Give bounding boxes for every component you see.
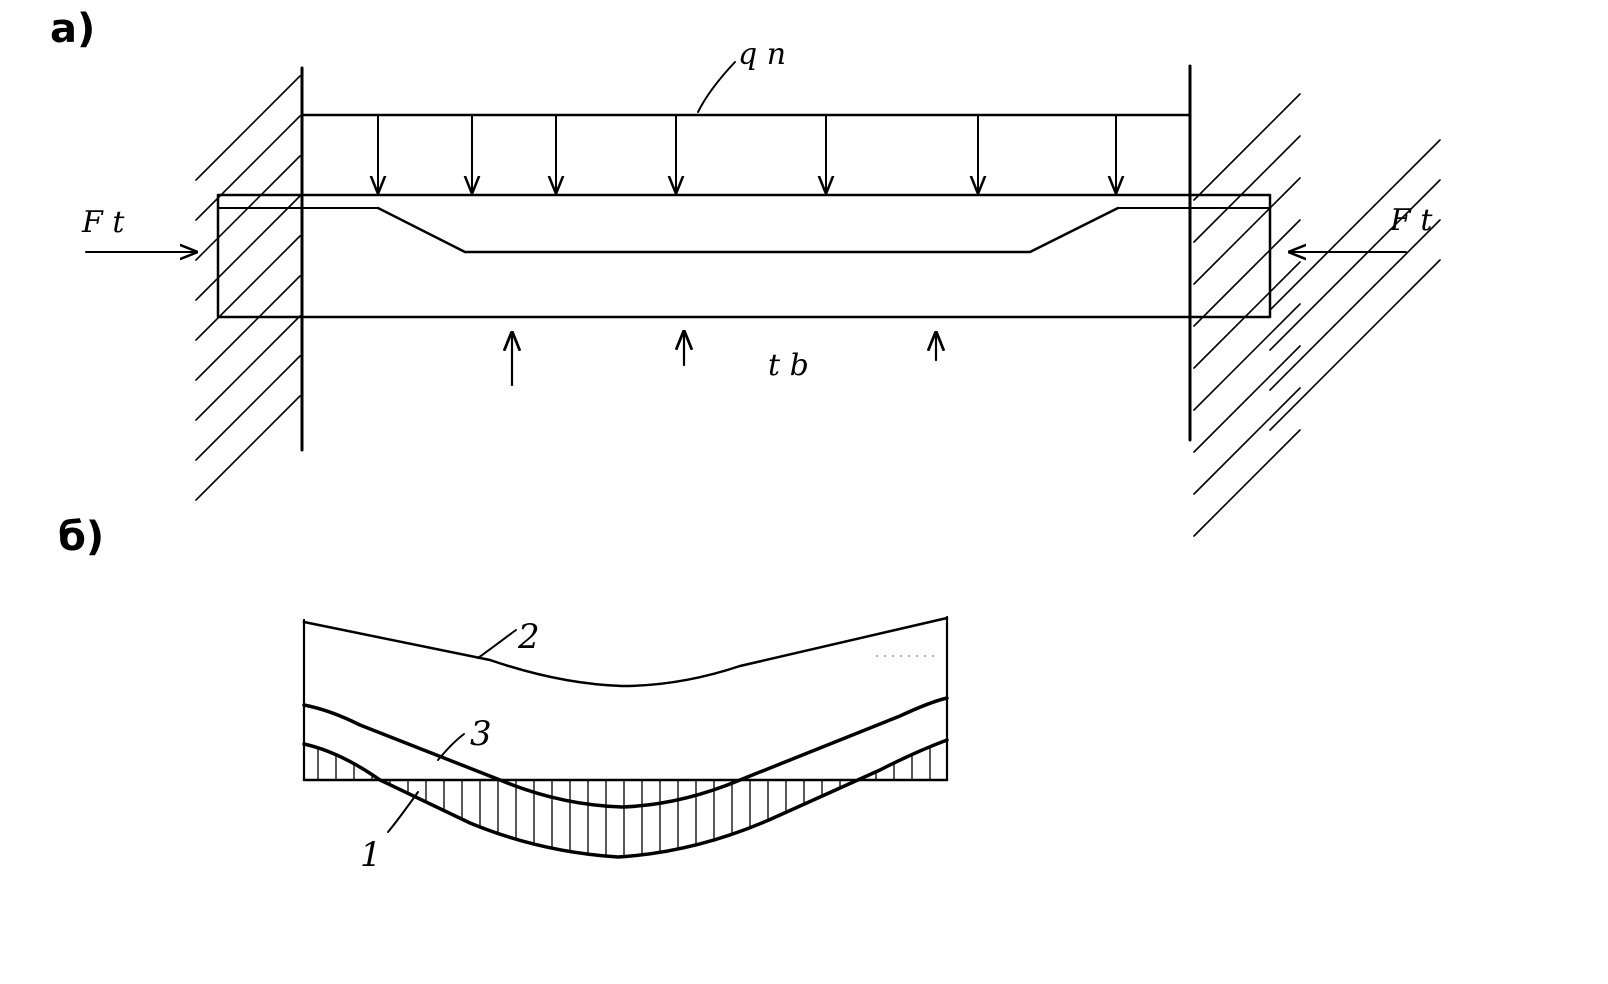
hatch-line [195, 355, 301, 461]
left-wall-hatching [195, 75, 301, 501]
slab-outline [216, 193, 1272, 319]
force-right-label: F t [1389, 203, 1433, 238]
right-wall [1188, 64, 1441, 537]
curve-1-hatching [317, 746, 931, 858]
hatch-line [1193, 303, 1301, 411]
hatch-line [1269, 139, 1441, 311]
load-leader [697, 61, 736, 113]
panel-b-label: б) [58, 514, 104, 560]
panel-a-label: а) [50, 6, 95, 52]
support-reactions: t b [512, 332, 936, 387]
hatch-line [195, 235, 301, 341]
hatch-line [1193, 93, 1301, 201]
load-label: q n [738, 37, 786, 72]
left-wall [195, 66, 304, 501]
slab-profile [376, 206, 1120, 254]
curve-3 [302, 696, 949, 809]
hatch-line [1269, 179, 1441, 351]
curve-2-label: 2 [517, 617, 540, 657]
force-right: F t [1290, 203, 1433, 252]
force-left: F t [81, 205, 196, 252]
support-label: t b [768, 348, 809, 383]
hatch-line [1193, 387, 1301, 495]
distributed-load: q n [300, 37, 1192, 192]
hatch-line [195, 395, 301, 501]
hatch-line [1193, 429, 1301, 537]
hatch-line [1269, 219, 1441, 391]
hatch-line [1193, 135, 1301, 243]
curve-1-label: 1 [360, 835, 382, 875]
hatch-line [195, 75, 301, 181]
hatch-line [1193, 261, 1301, 369]
hatch-line [1193, 177, 1301, 285]
load-arrows [378, 114, 1116, 192]
hatch-line [195, 315, 301, 421]
hatch-line [1193, 345, 1301, 453]
slab [216, 193, 1272, 319]
hatch-line [195, 195, 301, 301]
curve-1 [302, 738, 949, 859]
right-wall-hatching [1193, 93, 1441, 537]
hatch-line [1269, 259, 1441, 431]
curve-2 [302, 616, 949, 688]
hatch-line [195, 115, 301, 221]
force-left-label: F t [81, 205, 125, 240]
hatch-line [1193, 219, 1301, 327]
curve-3-label: 3 [470, 714, 492, 754]
stress-diagram: 2 3 1 [302, 615, 949, 875]
hatch-line [195, 275, 301, 381]
